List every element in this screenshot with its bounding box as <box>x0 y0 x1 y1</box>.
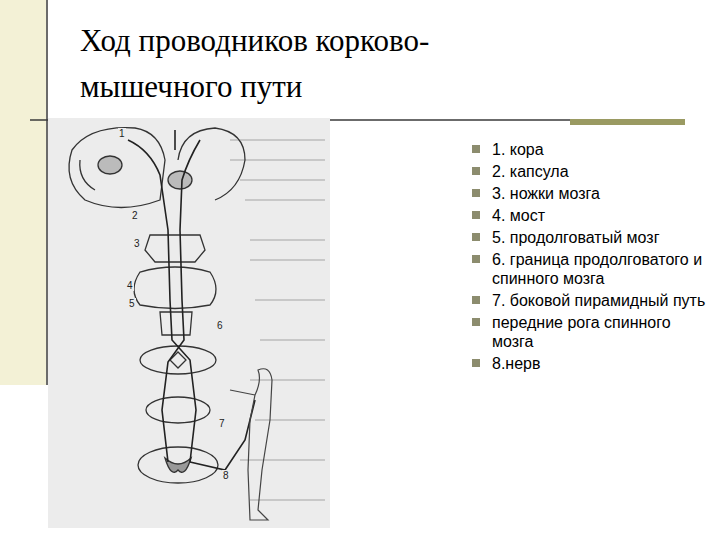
bullet-square <box>472 359 480 367</box>
list-text: 2. капсула <box>492 163 569 180</box>
list-item: 1. кора <box>470 140 710 159</box>
bullet-square <box>472 318 480 326</box>
list-item: 5. продолговатый мозг <box>470 228 710 247</box>
list-item: 8.нерв <box>470 354 710 373</box>
callout-number: 5 <box>128 298 136 309</box>
callout-number: 8 <box>222 470 230 481</box>
slide-title: Ход проводников корково- мышечного пути <box>80 18 520 110</box>
callout-number: 3 <box>133 238 141 249</box>
bullet-square <box>472 211 480 219</box>
list-item: 4. мост <box>470 206 710 225</box>
list-item: 6. граница продолговатого и спинного моз… <box>470 250 710 288</box>
list-text: передние рога спинного мозга <box>492 314 671 350</box>
bullet-square <box>472 167 480 175</box>
callout-number: 4 <box>126 280 134 291</box>
callout-number: 2 <box>131 210 139 221</box>
list-item: 7. боковой пирамидный путь <box>470 291 710 310</box>
list-text: 3. ножки мозга <box>492 185 600 202</box>
list-item: передние рога спинного мозга <box>470 313 710 351</box>
bullet-square <box>472 145 480 153</box>
bullet-square <box>472 296 480 304</box>
list-text: 4. мост <box>492 207 545 224</box>
bullet-square <box>472 233 480 241</box>
pathway-illustration <box>48 118 330 528</box>
list-text: 5. продолговатый мозг <box>492 229 659 246</box>
list-text: 1. кора <box>492 141 544 158</box>
callout-number: 1 <box>118 128 126 139</box>
vertical-rule <box>46 0 48 385</box>
side-band <box>0 0 46 385</box>
callout-number: 6 <box>216 320 224 331</box>
bullet-list: 1. кора 2. капсула 3. ножки мозга 4. мост 5.… <box>470 140 710 376</box>
callout-number: 7 <box>218 418 226 429</box>
bullet-square <box>472 189 480 197</box>
list-text: 8.нерв <box>492 355 540 372</box>
accent-bar <box>570 119 685 125</box>
list-item: 2. капсула <box>470 162 710 181</box>
list-item: 3. ножки мозга <box>470 184 710 203</box>
list-text: 7. боковой пирамидный путь <box>492 292 705 309</box>
bullet-square <box>472 255 480 263</box>
list-text: 6. граница продолговатого и спинного моз… <box>492 251 702 287</box>
